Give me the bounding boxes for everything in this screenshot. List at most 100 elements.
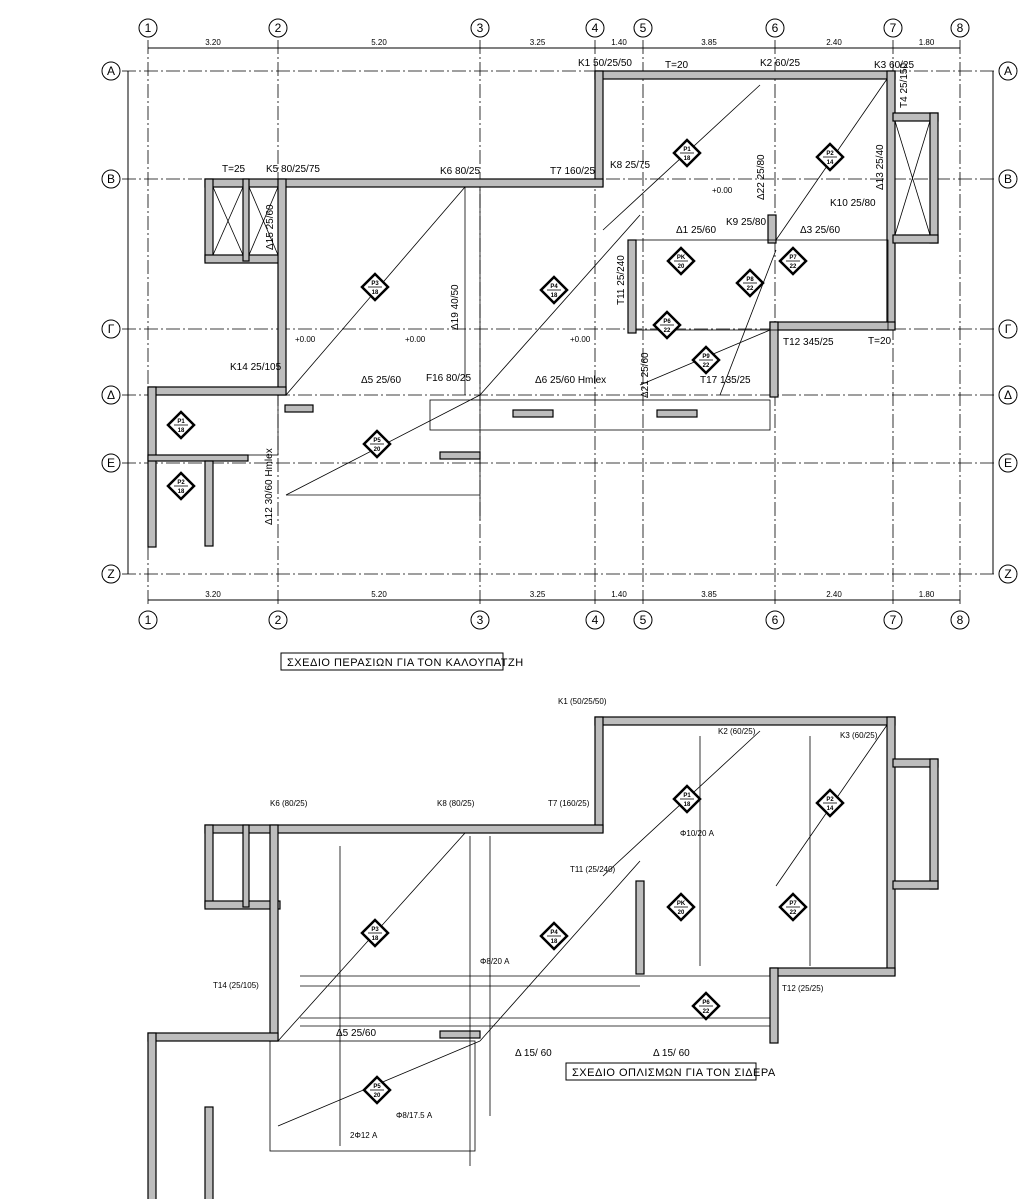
slab-thickness: 18 [551, 939, 558, 945]
grid-bubble [101, 169, 121, 189]
slab-thickness: 22 [664, 328, 671, 334]
grid-bubble [998, 61, 1018, 81]
grid-column-label: 7 [890, 21, 897, 35]
column-k2: K2 60/25 [760, 58, 800, 69]
dimension-label: 1.80 [919, 590, 935, 599]
grid-bubble [883, 18, 903, 38]
slab-name: P4 [550, 284, 558, 290]
slab-name: P3 [371, 281, 379, 287]
grid-column-label: 7 [890, 613, 897, 627]
slab-marker: P4 18 [539, 275, 569, 305]
beam-d19: Δ19 40/50 [450, 284, 461, 330]
rebar-lines [212, 724, 931, 1166]
slab-thickness: 18 [372, 936, 379, 942]
dimension-label: 5.20 [371, 38, 387, 47]
beam-d5: Δ5 25/60 [361, 375, 401, 386]
slab-thickness: 22 [790, 264, 797, 270]
rebar-label: Φ8/17.5 A [396, 1111, 433, 1120]
grid-column-label: 2 [275, 613, 282, 627]
grid-bubble [765, 610, 785, 630]
grid-row-label: E [1004, 456, 1012, 470]
grid-row-label: B [107, 172, 115, 186]
dimension-label: 2.40 [826, 590, 842, 599]
grid-bubble [585, 610, 605, 630]
dimension-label: 3.20 [205, 590, 221, 599]
grid-column-label: 5 [640, 613, 647, 627]
slab-diagonals [155, 78, 931, 520]
element-labels: K1 50/25/50 K2 60/25 K3 60/25 K5 80/25/7… [222, 58, 914, 525]
grid-row-label: Z [107, 567, 114, 581]
dimension-label: 3.85 [701, 590, 717, 599]
beam-d15b: Δ 15/ 60 [653, 1048, 690, 1059]
grid-column-label: 4 [592, 613, 599, 627]
column-k3: K3 60/25 [874, 60, 914, 71]
dimension-label: 3.25 [530, 38, 546, 47]
level-mark: +0.00 [405, 335, 426, 344]
slab-name: P1 [177, 419, 185, 425]
column-k6: K6 (80/25) [270, 799, 308, 808]
dimension-label: 3.85 [701, 38, 717, 47]
t25-label: T=25 [222, 164, 246, 175]
slab-thickness: 22 [703, 363, 710, 369]
slab-marker: P2 14 [815, 142, 845, 172]
grid-column-label: 2 [275, 21, 282, 35]
slab-name: P2 [826, 151, 834, 157]
t20-label: T=20 [665, 60, 689, 71]
rebar-plan-title: ΣΧΕΔΙΟ ΟΠΛΙΣΜΩΝ ΓΙΑ ΤΟΝ ΣΙΔΕΡΑ [572, 1067, 776, 1079]
wall-t11: T11 25/240 [616, 255, 627, 305]
beam-d12: Δ12 30/60 Hmlex [264, 448, 275, 525]
slab-thickness: 20 [678, 264, 685, 270]
walls [147, 716, 939, 1199]
rebar-label: Φ8/20 A [480, 957, 510, 966]
wall-t12: T12 345/25 [783, 337, 834, 348]
grid-row-label: B [1004, 172, 1012, 186]
slab-name: P7 [789, 901, 797, 907]
grid-bubble [101, 385, 121, 405]
grid-bubble [268, 610, 288, 630]
grid-bubble [633, 610, 653, 630]
dimension-label: 3.20 [205, 38, 221, 47]
slab-thickness: 18 [684, 156, 691, 162]
slab-markers: P118P214P318P418PK20P722P822P622P922P520… [166, 138, 845, 501]
t20-label: T=20 [868, 336, 892, 347]
grid-bubble [470, 610, 490, 630]
slab-thickness: 14 [827, 160, 834, 166]
grid-bubble [470, 18, 490, 38]
dimension-label: 1.40 [611, 590, 627, 599]
beam-d15: Δ15 25/60 [265, 204, 276, 250]
slab-name: P1 [683, 793, 691, 799]
plan-title: ΣΧΕΔΙΟ ΠΕΡΑΣΙΩΝ ΓΙΑ ΤΟΝ ΚΑΛΟΥΠΑΤΖΗ [280, 652, 523, 671]
slab-thickness: 20 [678, 910, 685, 916]
slab-name: P5 [373, 1084, 381, 1090]
grid-bubble [765, 18, 785, 38]
slab-thickness: 18 [178, 489, 185, 495]
column-k1: K1 (50/25/50) [558, 697, 607, 706]
column-k5: K5 80/25/75 [266, 164, 320, 175]
grid-bubble [950, 610, 970, 630]
slab-name: P7 [789, 255, 797, 261]
slab-name: P8 [746, 277, 754, 283]
slab-thickness: 18 [551, 293, 558, 299]
column-k9: K9 25/80 [726, 217, 766, 228]
beam-d1: Δ1 25/60 [676, 225, 716, 236]
rebar-label: 2Φ12 A [350, 1131, 378, 1140]
slab-name: PK [677, 255, 686, 261]
grid-column-label: 8 [957, 21, 964, 35]
column-k8: K8 25/75 [610, 160, 650, 171]
rebar-label: Φ10/20 A [680, 829, 715, 838]
level-mark: +0.00 [712, 186, 733, 195]
slab-thickness: 14 [827, 806, 834, 812]
level-mark: +0.00 [295, 335, 316, 344]
slab-name: P6 [702, 1000, 710, 1006]
